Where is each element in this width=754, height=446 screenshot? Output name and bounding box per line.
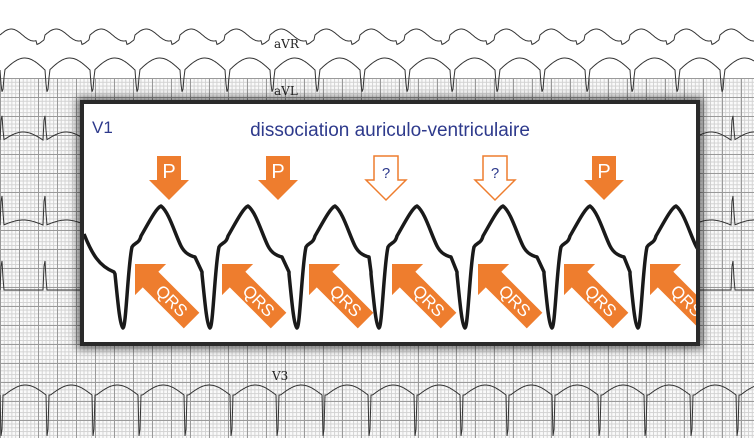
p-marker-label: P — [597, 161, 610, 183]
qrs-arrow: QRS — [222, 264, 287, 329]
p-marker-label: ? — [491, 165, 499, 182]
qrs-arrow: QRS — [135, 264, 200, 329]
trace-lead-avr — [0, 57, 754, 92]
lead-label-avr: aVR — [274, 37, 299, 51]
v1-ecg-trace — [84, 204, 696, 330]
p-wave-arrow: P — [258, 156, 298, 200]
panel-title: dissociation auriculo-ventriculaire — [250, 120, 530, 141]
p-marker-label: P — [271, 161, 284, 183]
qrs-arrow: QRS — [564, 264, 629, 329]
p-marker-label: ? — [382, 165, 390, 182]
p-wave-arrow: P — [149, 156, 189, 200]
p-marker-label: P — [162, 161, 175, 183]
lead-label-v3: V3 — [272, 369, 289, 383]
unknown-p-wave-arrow: ? — [364, 155, 408, 202]
qrs-arrow: QRS — [478, 264, 543, 329]
trace-lead-1 — [0, 28, 754, 46]
unknown-p-wave-arrow: ? — [473, 155, 517, 202]
trace-lead-v3 — [0, 384, 754, 436]
lead-label-avl: aVL — [274, 84, 298, 98]
p-wave-arrow: P — [584, 156, 624, 200]
panel-lead-label: V1 — [92, 118, 113, 137]
